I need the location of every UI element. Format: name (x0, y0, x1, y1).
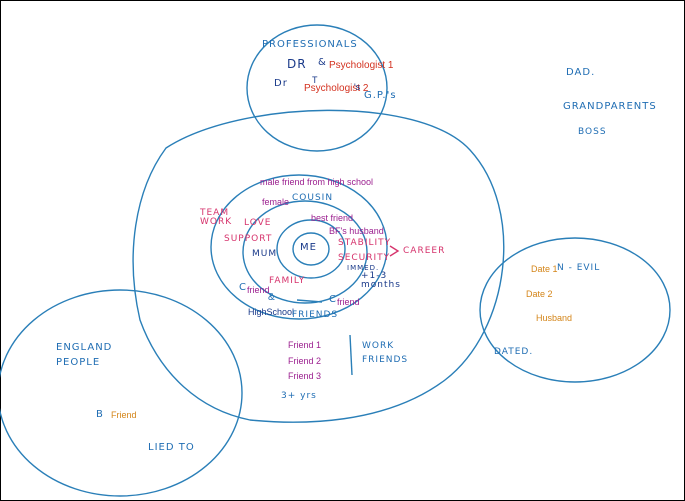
support-label: SUPPORT (224, 234, 273, 244)
family-amp: & (268, 292, 275, 303)
date-2: Date 2 (526, 289, 553, 299)
stability-label: STABILITY (338, 238, 392, 248)
ring-core (292, 232, 330, 266)
date-1: Date 1 (531, 264, 558, 274)
dr1-prefix: DR (287, 57, 307, 71)
c1-prefix: C (239, 282, 247, 293)
professionals-title: PROFESSIONALS (262, 39, 358, 50)
main-circle (132, 109, 505, 423)
female-label: female (262, 197, 290, 207)
dr1-amp: & (318, 57, 327, 68)
ring-inner (276, 219, 346, 279)
immed-label: IMMED. (347, 264, 380, 272)
husband-label: Husband (536, 313, 573, 323)
team-work-label: TEAM WORK (200, 208, 233, 227)
work-friends-label: WORK FRIENDS (362, 341, 409, 366)
career-arrow (389, 245, 400, 257)
family-label: FAMILY (269, 276, 306, 286)
dated-title: DATED. (494, 347, 534, 357)
security-label: SECURITY (338, 253, 391, 263)
evil-label: N - EVIL (557, 263, 601, 273)
psychologist-1: Psychologist 1 (329, 60, 394, 71)
highschool-label: HighSchool (248, 307, 295, 317)
cousin-label: COUSIN (292, 193, 334, 203)
friends-label: FRIENDS (292, 310, 339, 320)
ring-outer (210, 174, 388, 320)
england-title: ENGLAND PEOPLE (56, 342, 113, 368)
psychologist-2: Psychologist 2 (304, 83, 369, 94)
years-label: 3+ yrs (281, 391, 317, 401)
love-label: LOVE (244, 218, 272, 228)
bf-husband-label: BF's husband (329, 226, 384, 236)
c2-prefix: C (329, 294, 337, 305)
mum-label: MUM (252, 249, 278, 259)
ring-middle (242, 200, 368, 304)
work-friend-2: Friend 2 (288, 356, 322, 366)
dr2-mark: T (312, 75, 318, 85)
dated-circle (479, 237, 671, 383)
c2-friend: friend (337, 297, 360, 307)
career-label: CAREER (403, 246, 446, 256)
c1-friend: friend (247, 285, 270, 295)
england-friend: Friend (111, 410, 137, 420)
me-label: ME (300, 242, 317, 253)
dr2-prefix: Dr (274, 78, 288, 89)
professionals-circle (246, 24, 388, 152)
months-label: +1-3 months (361, 271, 401, 290)
male-friend-label: male friend from high school (260, 177, 374, 187)
work-friend-1: Friend 1 (288, 340, 322, 350)
dr2-suffix: 's (354, 82, 361, 92)
boss-label: BOSS (578, 127, 607, 137)
work-friend-3: Friend 3 (288, 371, 322, 381)
england-circle (0, 289, 243, 497)
b-prefix: B (96, 409, 104, 420)
lied-to-label: LIED TO (148, 442, 195, 453)
friend-arrow-line (296, 299, 323, 303)
dad-label: DAD. (566, 67, 596, 78)
best-friend-label: best friend (311, 213, 354, 223)
grandparents-label: GRANDPARENTS (563, 101, 657, 112)
work-divider-line (349, 334, 353, 376)
gps-label: G.P.'s (364, 90, 397, 101)
